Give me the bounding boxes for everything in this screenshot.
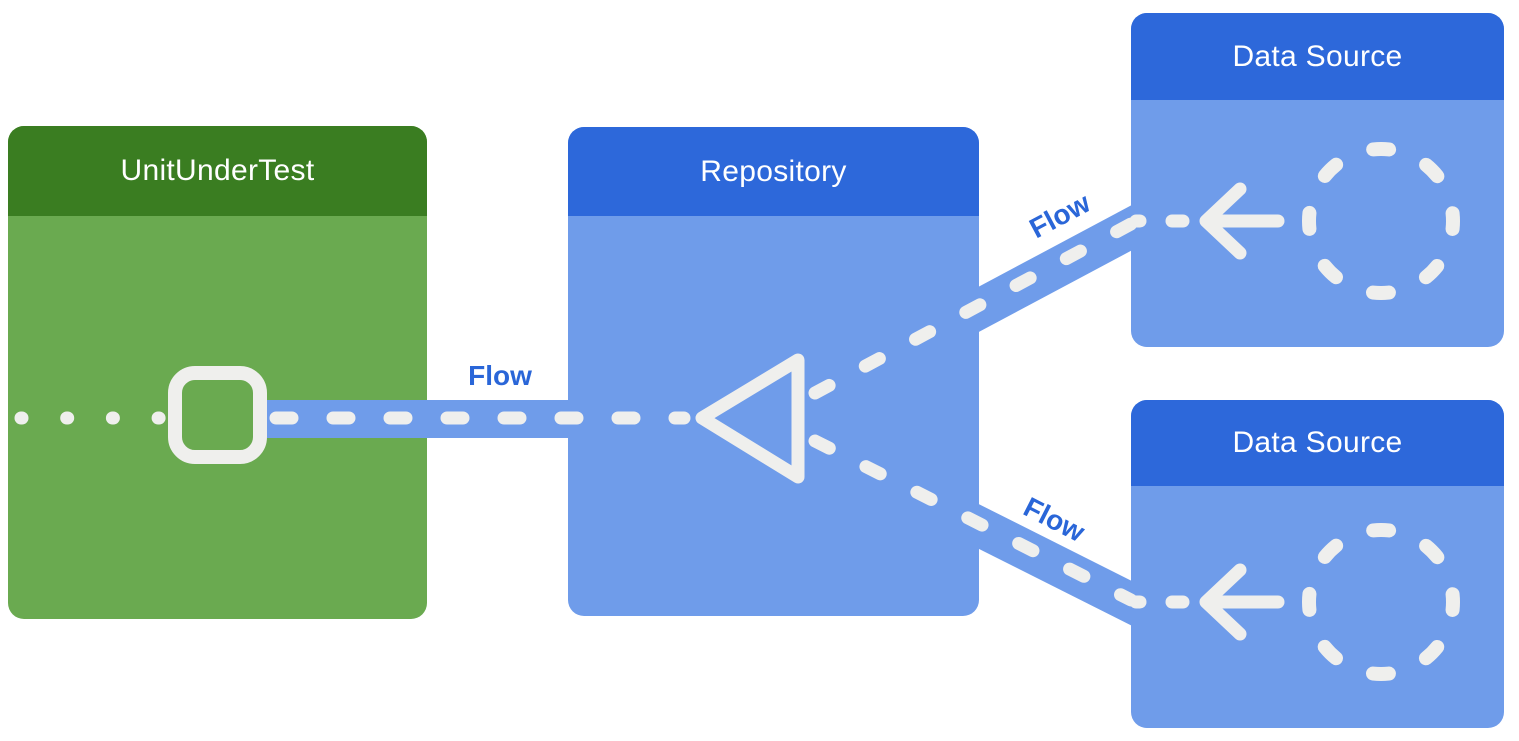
node-repository: Repository	[568, 127, 979, 616]
node-unit-under-test-label: UnitUnderTest	[120, 154, 315, 187]
node-unit-under-test: UnitUnderTest	[8, 126, 427, 619]
node-data-source-top: Data Source	[1131, 13, 1504, 347]
flow-label-bottom: Flow	[1018, 491, 1090, 548]
node-data-source-bottom: Data Source	[1131, 400, 1504, 728]
node-data-source-top-label: Data Source	[1232, 39, 1403, 73]
flow-label-top: Flow	[1024, 186, 1096, 245]
node-data-source-bottom-label: Data Source	[1232, 426, 1403, 459]
flow-label-main: Flow	[468, 360, 532, 391]
node-unit-under-test-header: UnitUnderTest	[8, 126, 427, 216]
node-data-source-top-header: Data Source	[1131, 13, 1504, 100]
node-repository-header: Repository	[568, 127, 979, 216]
node-data-source-bottom-header: Data Source	[1131, 400, 1504, 486]
node-repository-label: Repository	[700, 154, 847, 188]
